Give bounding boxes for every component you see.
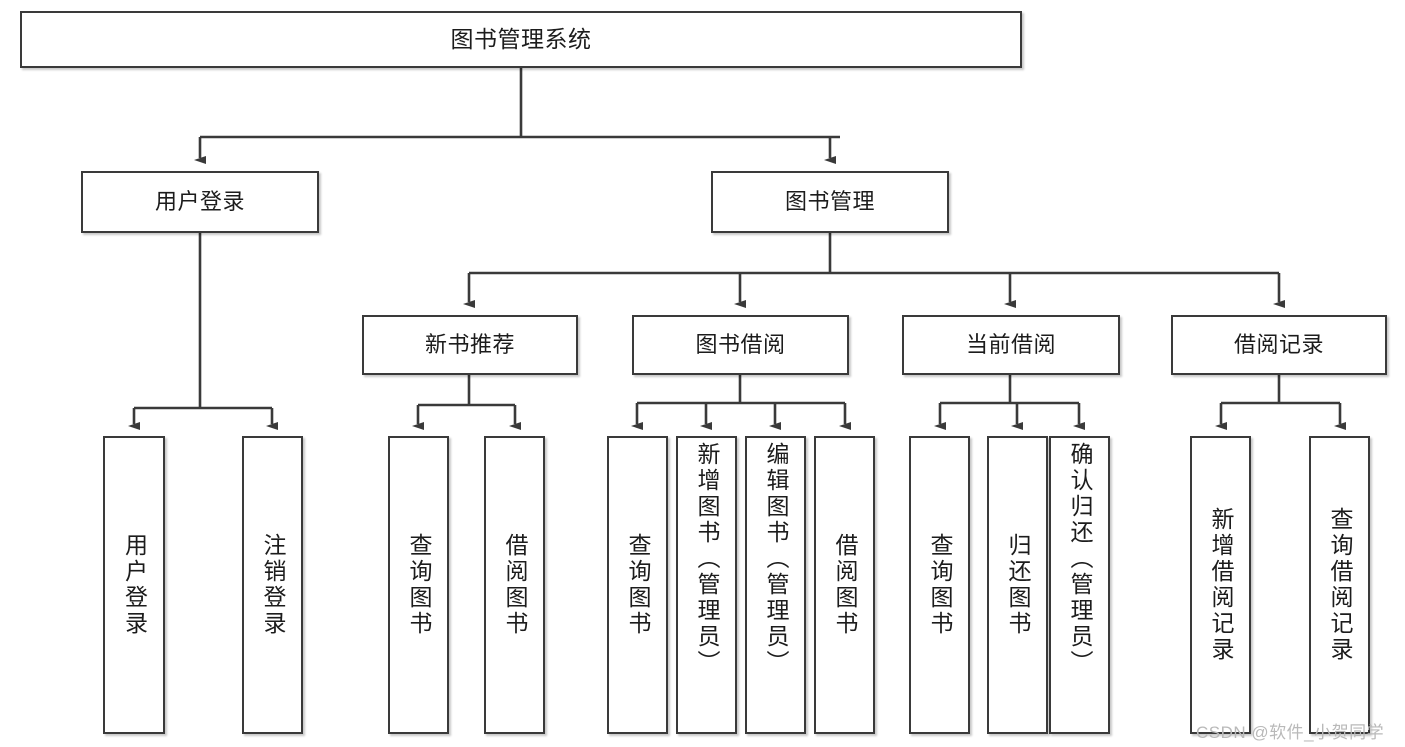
node-leaf-query-borrow-record-label: 查询借阅记录 (1327, 507, 1353, 663)
node-leaf-query-borrow-record[interactable]: 查询借阅记录 (1309, 436, 1370, 734)
node-leaf-query-book-borrow[interactable]: 查询图书 (607, 436, 668, 734)
node-leaf-edit-book-admin-label: 编辑图书（管理员） (763, 442, 789, 676)
node-leaf-add-book-admin[interactable]: 新增图书（管理员） (676, 436, 737, 734)
node-leaf-user-login[interactable]: 用户登录 (103, 436, 165, 734)
node-leaf-add-borrow-record[interactable]: 新增借阅记录 (1190, 436, 1251, 734)
node-user-login[interactable]: 用户登录 (81, 171, 319, 233)
node-current-borrow-label: 当前借阅 (965, 331, 1056, 357)
node-book-borrow[interactable]: 图书借阅 (632, 315, 849, 375)
node-leaf-query-book-recommend-label: 查询图书 (406, 533, 432, 637)
node-leaf-query-book-recommend[interactable]: 查询图书 (388, 436, 449, 734)
node-leaf-confirm-return-admin-label: 确认归还（管理员） (1067, 442, 1093, 676)
node-root-label: 图书管理系统 (450, 25, 592, 52)
node-leaf-logout-login[interactable]: 注销登录 (242, 436, 303, 734)
node-leaf-query-book-current[interactable]: 查询图书 (909, 436, 970, 734)
node-leaf-return-book[interactable]: 归还图书 (987, 436, 1048, 734)
node-leaf-edit-book-admin[interactable]: 编辑图书（管理员） (745, 436, 806, 734)
csdn-watermark: CSDN @软件_小贺同学 (1196, 723, 1385, 742)
node-leaf-add-borrow-record-label: 新增借阅记录 (1208, 507, 1234, 663)
node-leaf-return-book-label: 归还图书 (1005, 533, 1031, 637)
node-book-management-label: 图书管理 (784, 188, 875, 214)
node-borrow-record[interactable]: 借阅记录 (1171, 315, 1387, 375)
node-borrow-record-label: 借阅记录 (1233, 331, 1324, 357)
node-leaf-query-book-current-label: 查询图书 (927, 533, 953, 637)
node-leaf-logout-login-label: 注销登录 (260, 533, 286, 637)
node-user-login-label: 用户登录 (154, 188, 245, 214)
node-leaf-borrow-book-label: 借阅图书 (832, 533, 858, 637)
node-current-borrow[interactable]: 当前借阅 (902, 315, 1120, 375)
node-leaf-confirm-return-admin[interactable]: 确认归还（管理员） (1049, 436, 1110, 734)
node-leaf-user-login-label: 用户登录 (121, 533, 148, 637)
node-leaf-borrow-book-recommend[interactable]: 借阅图书 (484, 436, 545, 734)
node-root[interactable]: 图书管理系统 (20, 11, 1022, 68)
node-new-book-recommend-label: 新书推荐 (424, 331, 515, 357)
node-leaf-borrow-book-recommend-label: 借阅图书 (502, 533, 528, 637)
node-book-management[interactable]: 图书管理 (711, 171, 949, 233)
node-new-book-recommend[interactable]: 新书推荐 (362, 315, 578, 375)
node-leaf-query-book-borrow-label: 查询图书 (625, 533, 651, 637)
node-book-borrow-label: 图书借阅 (695, 331, 786, 357)
node-leaf-add-book-admin-label: 新增图书（管理员） (694, 442, 720, 676)
node-leaf-borrow-book[interactable]: 借阅图书 (814, 436, 875, 734)
